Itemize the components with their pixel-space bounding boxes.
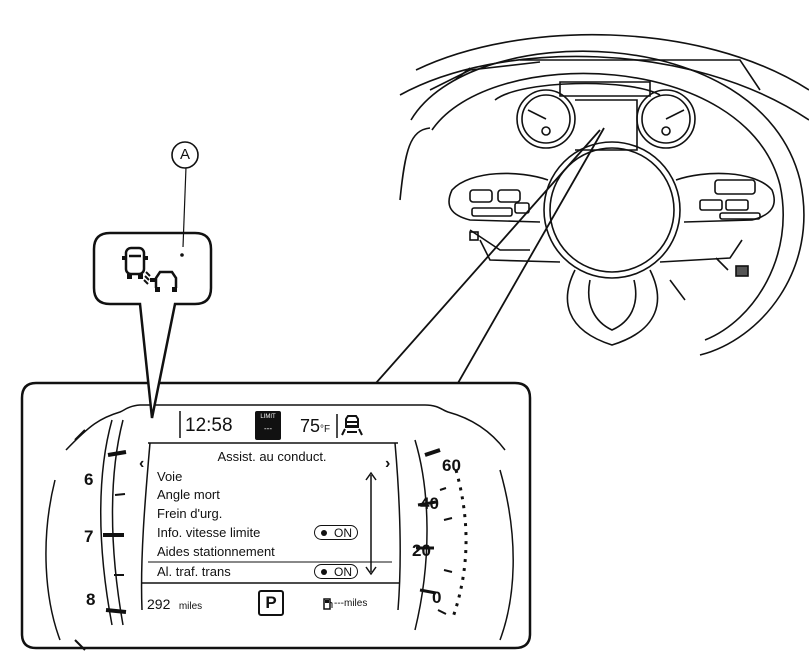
gear-indicator: P <box>258 590 284 616</box>
menu-left-arrow[interactable]: ‹ <box>139 455 145 472</box>
fuel-range-unit: miles <box>344 598 368 609</box>
temperature-value: 75 <box>300 416 321 436</box>
menu-title: Assist. au conduct. <box>217 449 327 464</box>
speedo-label-0: 0 <box>432 588 442 607</box>
menu-item-parking-aids[interactable]: Aides stationnement <box>157 544 275 559</box>
fuel-range-value: --- <box>334 598 344 609</box>
car-with-sensor-waves-icon <box>112 244 182 294</box>
tach-label-7: 7 <box>84 527 94 546</box>
range-unit: miles <box>178 601 203 612</box>
temperature-unit: °F <box>320 424 331 435</box>
menu-item-cross-traffic-alert[interactable]: Al. traf. trans <box>157 564 231 579</box>
tach-label-6: 6 <box>84 470 94 489</box>
fuel-pump-icon <box>323 597 333 610</box>
speed-limit-value: --- <box>264 424 272 433</box>
speedo-label-60: 60 <box>442 456 461 475</box>
callout-bubble <box>92 231 213 419</box>
speed-limit-title: LIMIT <box>260 414 276 420</box>
cross-traffic-alert-toggle[interactable]: ON <box>314 564 358 579</box>
tach-label-8: 8 <box>86 590 96 609</box>
road-lane-icon <box>340 414 364 436</box>
speedo-label-20: 20 <box>412 541 431 560</box>
speedo-label-40: 40 <box>420 494 439 513</box>
callout-label: A <box>179 146 190 163</box>
menu-item-speed-limit-info[interactable]: Info. vitesse limite <box>157 525 261 540</box>
menu-right-arrow[interactable]: › <box>385 455 391 472</box>
clock: 12:58 <box>185 415 233 436</box>
outside-temperature: 75°F <box>300 416 330 437</box>
fuel-range-readout: ---miles <box>334 598 367 609</box>
speed-limit-sign-icon: LIMIT --- <box>255 411 281 440</box>
range-readout: 292 miles <box>147 596 202 614</box>
speed-limit-info-toggle[interactable]: ON <box>314 525 358 540</box>
range-value: 292 <box>147 596 171 612</box>
menu-item-blind-spot[interactable]: Angle mort <box>157 487 220 502</box>
menu-item-lane[interactable]: Voie <box>157 469 183 484</box>
menu-item-emergency-brake[interactable]: Frein d'urg. <box>157 506 223 521</box>
